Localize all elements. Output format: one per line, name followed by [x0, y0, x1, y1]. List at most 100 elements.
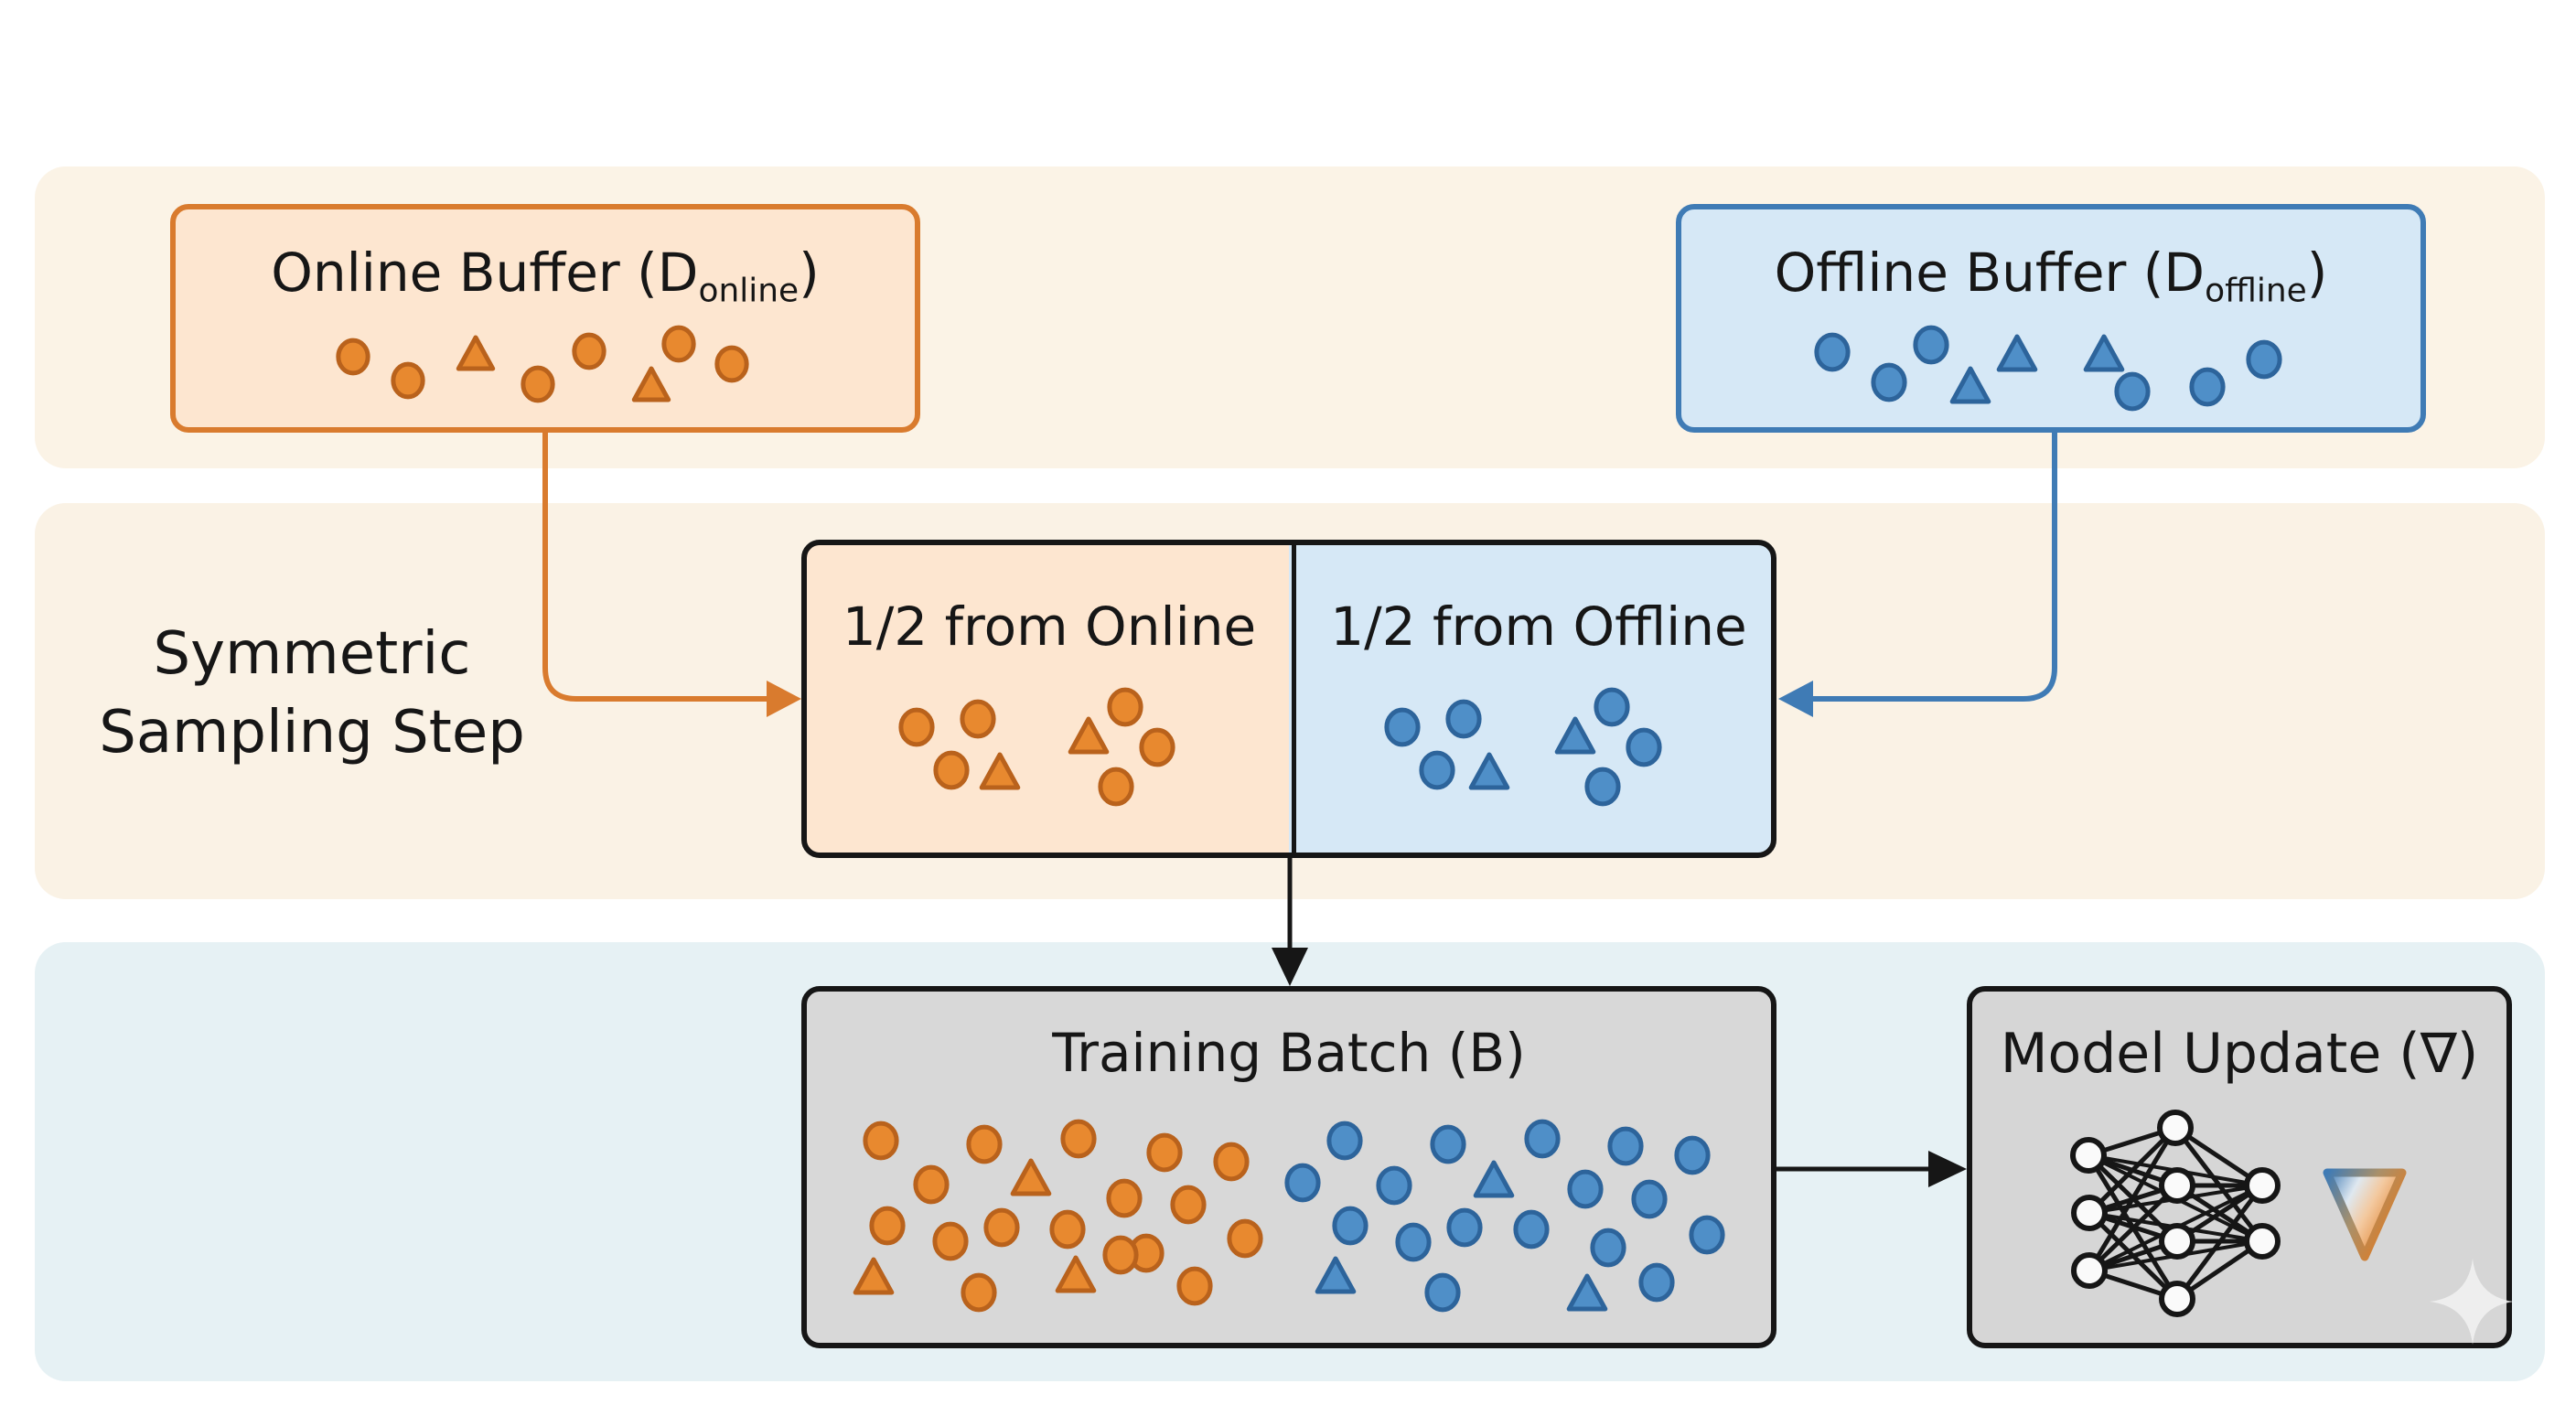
sampling-label-line1: Symmetric [153, 620, 471, 688]
online-sample-circle [913, 1164, 950, 1205]
online-sample-circle [960, 699, 996, 739]
offline-sample-circle [1674, 1135, 1711, 1175]
offline-sample-circle [2189, 367, 2226, 407]
online-buffer-title-main: Online Buffer (D [271, 241, 699, 304]
training-batch-title: Training Batch (B) [1052, 1022, 1526, 1084]
online-sample-circle [661, 325, 696, 363]
online-sample-circle [714, 345, 749, 383]
offline-sample-circle [2246, 339, 2282, 380]
online-sample-circle [572, 332, 606, 370]
offline-sample-circle [1871, 362, 1907, 402]
offline-sample-circle [1638, 1262, 1675, 1303]
online-sample-circle [391, 361, 425, 400]
offline-sample-circle [1326, 1121, 1363, 1161]
offline-sample-circle [1584, 767, 1621, 807]
online-sample-circle [898, 707, 935, 747]
online-sample-circle [966, 1124, 1003, 1164]
online-sample-circle [1107, 687, 1143, 727]
nn-edge [2175, 1184, 2264, 1301]
online-sample-circle [1106, 1178, 1143, 1218]
offline-sample-circle [1419, 750, 1455, 790]
online-sample-triangle [853, 1257, 895, 1295]
online-sample-circle [1227, 1218, 1263, 1259]
offline-buffer-box: Offline Buffer (Doffline) [1676, 204, 2426, 433]
online-sample-circle [1146, 1132, 1183, 1173]
offline-buffer-title-close: ) [2306, 241, 2328, 304]
half-from-offline-label: 1/2 from Offline [1330, 595, 1747, 658]
online-sample-triangle [1068, 716, 1110, 755]
offline-sample-circle [1395, 1222, 1432, 1262]
online-to-sampling-arrow [542, 433, 801, 717]
online-buffer-title: Online Buffer (Donline) [176, 246, 915, 307]
sparkle-icon [2430, 1259, 2514, 1345]
online-sample-triangle [979, 752, 1021, 790]
offline-buffer-title-subscript: offline [2205, 272, 2307, 310]
half-divider [1292, 545, 1296, 853]
online-arrow-line [542, 433, 768, 702]
sampling-step-box: 1/2 from Online 1/2 from Offline [801, 540, 1776, 858]
online-sample-circle [961, 1272, 997, 1313]
online-sample-triangle [456, 335, 496, 371]
online-buffer-title-subscript: online [698, 272, 800, 310]
online-sample-triangle [1055, 1255, 1097, 1293]
nn-edge [2087, 1126, 2178, 1272]
nn-edge [2088, 1126, 2177, 1215]
offline-sample-circle [1631, 1179, 1668, 1219]
offline-sample-circle [1607, 1126, 1644, 1166]
offline-buffer-title: Offline Buffer (Doffline) [1681, 246, 2420, 307]
gradient-nabla-icon [2323, 1168, 2407, 1261]
offline-sample-circle [1626, 727, 1662, 767]
offline-sample-circle [1446, 1207, 1483, 1248]
nn-node [2157, 1110, 2194, 1146]
nn-node [2159, 1167, 2195, 1204]
online-sample-circle [1170, 1185, 1207, 1225]
offline-arrow-head [1778, 681, 1813, 717]
online-sample-circle [1176, 1266, 1213, 1306]
online-sample-circle [983, 1207, 1020, 1248]
online-sample-circle [1213, 1142, 1250, 1182]
online-sample-circle [869, 1206, 906, 1246]
offline-sample-triangle [1315, 1256, 1357, 1294]
offline-sample-circle [1689, 1215, 1725, 1255]
online-sample-circle [1102, 1235, 1139, 1275]
offline-sample-circle [1376, 1165, 1412, 1206]
neural-network-icon [2070, 1110, 2281, 1317]
sample-markers [336, 325, 2282, 1313]
offline-sample-circle [1513, 1209, 1550, 1249]
offline-sample-circle [1814, 332, 1851, 372]
nn-node [2071, 1195, 2108, 1231]
offline-sample-triangle [1566, 1273, 1608, 1312]
offline-sample-circle [2114, 371, 2151, 412]
online-sample-circle [336, 338, 370, 376]
online-sample-circle [863, 1121, 899, 1161]
nn-node [2070, 1137, 2107, 1174]
online-arrow-head [767, 681, 801, 717]
online-sample-circle [1139, 727, 1175, 767]
half-from-online-label: 1/2 from Online [842, 595, 1257, 658]
nn-node [2159, 1281, 2195, 1317]
offline-sample-triangle [1996, 334, 2038, 372]
offline-sample-circle [1594, 687, 1630, 727]
model-update-title: Model Update (∇) [2000, 1022, 2479, 1086]
online-sample-circle [521, 365, 555, 403]
offline-sample-circle [1913, 325, 1949, 365]
model-update-box: Model Update (∇) [1967, 986, 2512, 1348]
online-sample-circle [1098, 767, 1134, 807]
sampling-to-batch-arrow [1272, 858, 1308, 986]
offline-sample-triangle [2083, 334, 2125, 372]
offline-buffer-title-main: Offline Buffer (D [1774, 241, 2206, 304]
nn-node [2244, 1223, 2281, 1260]
offline-sample-circle [1384, 707, 1421, 747]
offline-sample-circle [1332, 1206, 1368, 1246]
offline-sample-triangle [1949, 366, 1991, 404]
online-buffer-box: Online Buffer (Donline) [170, 204, 920, 433]
online-sample-circle [1060, 1119, 1097, 1159]
symmetric-sampling-label: Symmetric Sampling Step [88, 615, 536, 772]
online-sample-circle [933, 750, 970, 790]
offline-sample-triangle [1468, 752, 1510, 790]
offline-sample-triangle [1473, 1160, 1515, 1198]
sampling-label-line2: Sampling Step [99, 699, 525, 767]
offline-sample-circle [1445, 699, 1482, 739]
nn-node [2159, 1223, 2195, 1260]
